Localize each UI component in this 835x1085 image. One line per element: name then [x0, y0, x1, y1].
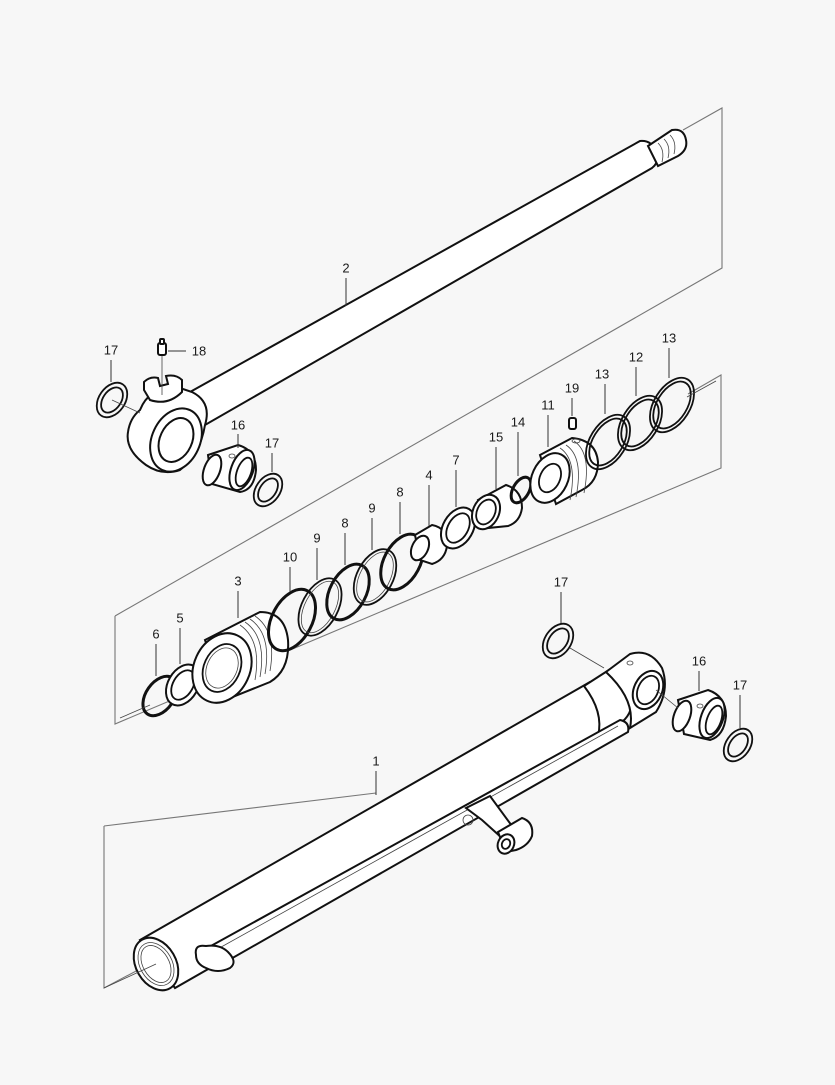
wear-ring-13b — [649, 348, 695, 434]
callout-17c: 17 — [553, 574, 569, 590]
callout-18: 18 — [191, 343, 207, 359]
dust-seal-17c — [541, 592, 605, 669]
callout-6: 6 — [152, 626, 160, 642]
callout-3: 3 — [234, 573, 242, 589]
callout-17b: 17 — [264, 435, 280, 451]
callout-17d: 17 — [732, 677, 748, 693]
callout-13b: 13 — [661, 330, 677, 346]
pin-bushing-16b — [655, 671, 728, 742]
callout-17a: 17 — [103, 342, 119, 358]
callout-15: 15 — [488, 429, 504, 445]
dust-seal-17a — [95, 360, 141, 419]
cylinder-tube — [103, 651, 666, 992]
callout-2: 2 — [342, 260, 350, 276]
callout-5: 5 — [176, 610, 184, 626]
cushion-ring-15 — [470, 447, 524, 531]
callout-16a: 16 — [230, 417, 246, 433]
dust-wiper-7 — [439, 470, 477, 550]
callout-7: 7 — [452, 452, 460, 468]
callout-10: 10 — [282, 549, 298, 565]
o-ring-10 — [267, 567, 317, 653]
cylinder-head-3 — [191, 591, 290, 704]
callout-8a: 8 — [341, 515, 349, 531]
o-ring-8a — [325, 533, 371, 622]
callout-14: 14 — [510, 414, 526, 430]
callout-8b: 8 — [396, 484, 404, 500]
assembly-frame-rod — [114, 107, 723, 617]
o-ring-14 — [509, 432, 533, 505]
callout-16b: 16 — [691, 653, 707, 669]
assembly-frame-piston — [114, 374, 722, 725]
callout-11: 11 — [541, 397, 555, 413]
dust-seal-17b — [252, 453, 284, 508]
set-screw-19 — [568, 398, 577, 430]
bushing-4 — [409, 485, 449, 566]
grease-nipple — [157, 338, 186, 356]
callout-9a: 9 — [313, 530, 321, 546]
dust-seal-17d — [722, 695, 754, 763]
piston-11 — [529, 415, 600, 506]
callout-12: 12 — [628, 349, 644, 365]
piston-seal-12 — [617, 367, 663, 452]
callout-4: 4 — [425, 467, 433, 483]
callout-1: 1 — [372, 753, 380, 769]
pin-bushing-16a — [201, 434, 258, 494]
callout-9b: 9 — [368, 500, 376, 516]
piston-rod — [126, 128, 688, 474]
callout-19: 19 — [564, 380, 580, 396]
callout-13a: 13 — [594, 366, 610, 382]
